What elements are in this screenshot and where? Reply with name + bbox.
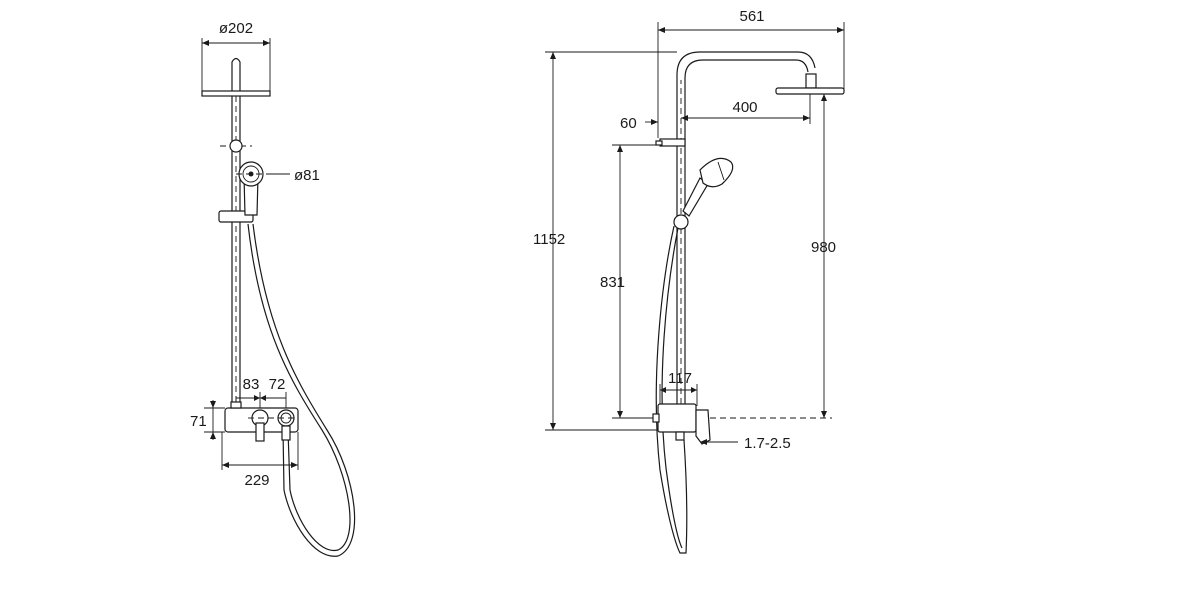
offset-dimensions: 83 72 <box>235 376 287 410</box>
slide-holder <box>673 214 689 230</box>
arm-length-dimension: 400 <box>681 94 811 124</box>
mixer-depth-dimension: 117 <box>659 370 698 406</box>
head-height-dimension: 980 <box>700 94 836 419</box>
side-hand-shower <box>682 157 734 217</box>
front-hand-shower: ø81 <box>218 161 320 223</box>
arm-length-label: 400 <box>732 99 757 116</box>
mixer-width-label: 229 <box>244 472 269 489</box>
pressure-label: 1.7-2.5 <box>744 435 791 452</box>
front-shower-head <box>201 57 271 97</box>
mixer-height-dimension: 71 <box>190 400 225 440</box>
total-height-dimension: 1152 <box>533 51 677 431</box>
front-riser-rail <box>220 96 252 404</box>
slide-height-label: 831 <box>600 274 625 291</box>
wall-offset-dimension: 60 <box>620 115 658 132</box>
mixer-height-label: 71 <box>190 413 207 430</box>
side-mixer: 1.7-2.5 <box>652 403 791 452</box>
slide-height-dimension: 831 <box>600 144 656 419</box>
right-offset-label: 72 <box>269 376 286 393</box>
left-offset-label: 83 <box>243 376 260 393</box>
side-riser-and-arm <box>676 51 816 404</box>
head-diameter-dimension: ø202 <box>201 20 271 92</box>
head-diameter-label: ø202 <box>219 20 253 37</box>
handshower-diameter-label: ø81 <box>294 167 320 184</box>
side-hose <box>655 225 688 554</box>
front-view: ø202 ø81 <box>190 20 356 557</box>
head-height-label: 980 <box>811 239 836 256</box>
wall-bracket <box>655 138 686 147</box>
total-height-label: 1152 <box>533 231 565 248</box>
side-view: 561 400 60 <box>533 8 845 554</box>
total-reach-label: 561 <box>739 8 764 25</box>
wall-offset-label: 60 <box>620 115 637 132</box>
front-mixer <box>224 401 299 442</box>
total-reach-dimension: 561 <box>657 8 845 138</box>
mixer-width-dimension: 229 <box>221 432 299 489</box>
mixer-depth-label: 117 <box>668 370 692 387</box>
front-hose <box>247 223 356 557</box>
side-shower-head <box>775 73 845 95</box>
